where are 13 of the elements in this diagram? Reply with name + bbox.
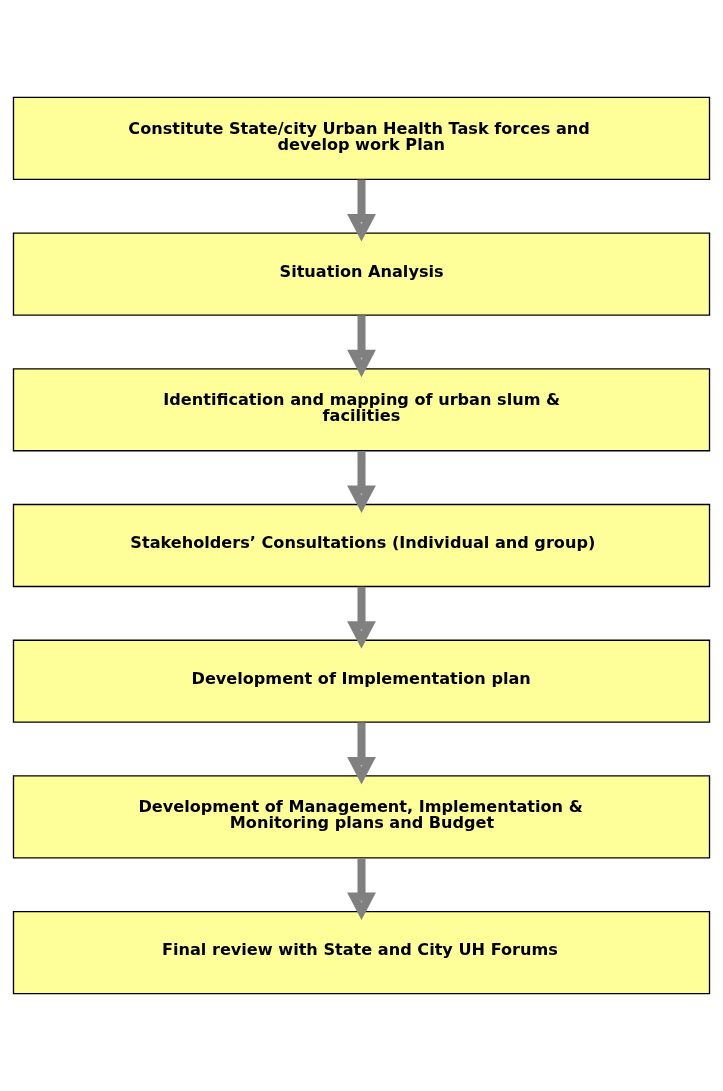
node-box: Stakeholders’ Consultations (Individual and group) [12,503,711,588]
node-box: Development of Implementation plan [12,639,711,723]
node-box: Constitute State/city Urban Health Task forces and develop work Plan [12,96,711,180]
node-box: Development of Management, Implementation & Monitoring plans and Budget [12,775,711,859]
node-box: Identification and mapping of urban slum & facilities [12,368,711,452]
arrow [347,858,376,921]
arrow [347,722,376,785]
arrow [347,451,376,513]
arrow [347,586,376,649]
node-box: Final review with State and City UH Forums [12,911,711,995]
arrow [347,315,376,378]
node-box: Situation Analysis [12,232,711,316]
arrow [347,179,376,242]
